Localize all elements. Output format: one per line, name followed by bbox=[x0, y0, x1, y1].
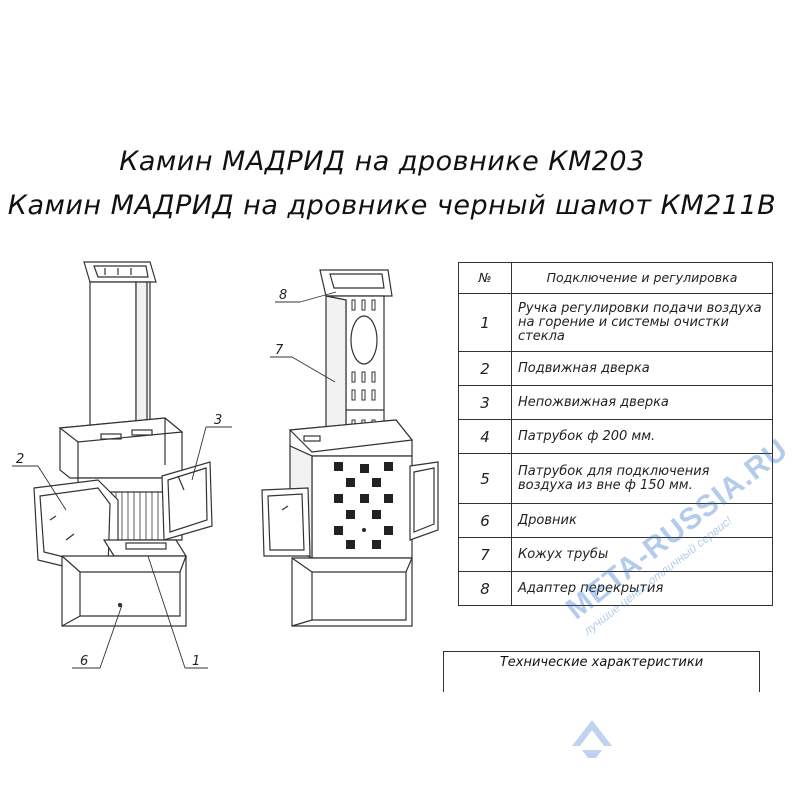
callout-6: 6 bbox=[80, 654, 88, 669]
row-num: 1 bbox=[458, 293, 512, 352]
title-line-1: Камин МАДРИД на дровнике КМ203 bbox=[119, 146, 645, 177]
table-header-num: № bbox=[458, 262, 512, 294]
table-row: 3 Непожвижная дверка bbox=[458, 385, 773, 420]
row-num: 7 bbox=[458, 537, 512, 572]
callout-1: 1 bbox=[192, 654, 200, 669]
row-num: 5 bbox=[458, 453, 512, 504]
right-fireplace bbox=[261, 269, 439, 627]
row-text: Адаптер перекрытия bbox=[511, 571, 773, 606]
row-num: 8 bbox=[458, 571, 512, 606]
table-row: 8 Адаптер перекрытия bbox=[458, 571, 773, 606]
row-text: Патрубок ф 200 мм. bbox=[511, 419, 773, 454]
callout-3: 3 bbox=[214, 413, 222, 428]
row-num: 3 bbox=[458, 385, 512, 420]
callout-2: 2 bbox=[16, 452, 24, 467]
row-num: 6 bbox=[458, 503, 512, 538]
left-fireplace bbox=[33, 261, 213, 627]
row-text: Дровник bbox=[511, 503, 773, 538]
row-num: 4 bbox=[458, 419, 512, 454]
spec-heading: Технические характеристики bbox=[443, 651, 760, 692]
table-row: 6 Дровник bbox=[458, 503, 773, 538]
leader-lines bbox=[12, 291, 337, 669]
table-header-text: Подключение и регулировка bbox=[511, 262, 773, 294]
title-line-2: Камин МАДРИД на дровнике черный шамот КМ… bbox=[7, 190, 777, 221]
table-row: 1 Ручка регулировки подачи воздуха на го… bbox=[458, 293, 773, 352]
row-text: Патрубок для подключения воздуха из вне … bbox=[511, 453, 773, 504]
callout-8: 8 bbox=[279, 288, 287, 303]
callout-7: 7 bbox=[275, 343, 284, 358]
connection-table: № Подключение и регулировка 1 Ручка регу… bbox=[458, 262, 773, 606]
row-text: Подвижная дверка bbox=[511, 351, 773, 386]
row-num: 2 bbox=[458, 351, 512, 386]
table-header-row: № Подключение и регулировка bbox=[458, 262, 773, 294]
watermark-logo-icon bbox=[572, 720, 612, 758]
table-row: 4 Патрубок ф 200 мм. bbox=[458, 419, 773, 454]
table-row: 2 Подвижная дверка bbox=[458, 351, 773, 386]
row-text: Непожвижная дверка bbox=[511, 385, 773, 420]
row-text: Ручка регулировки подачи воздуха на горе… bbox=[511, 293, 773, 352]
